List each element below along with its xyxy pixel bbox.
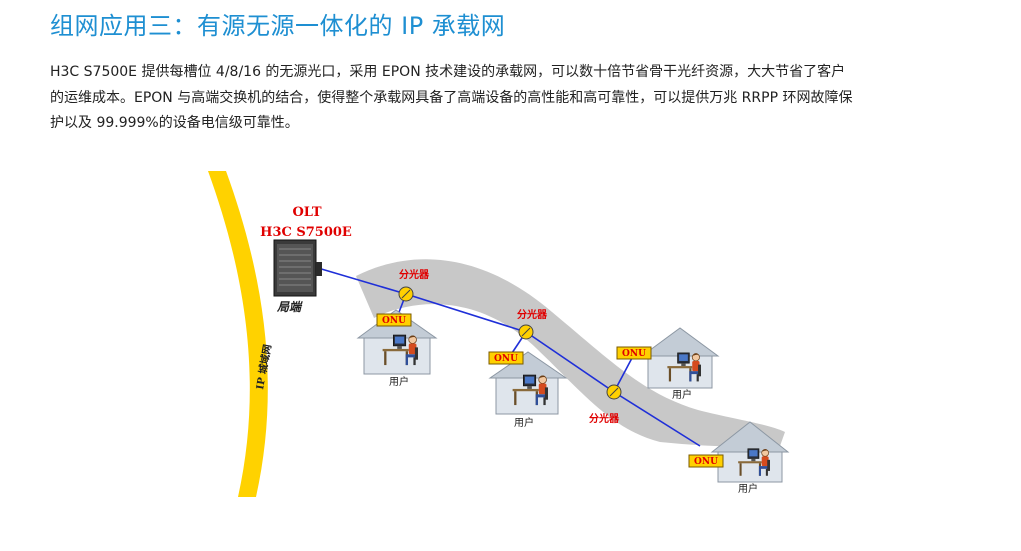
onu-label: ONU: [494, 354, 518, 364]
olt-label: OLT: [292, 205, 321, 220]
user-house-4: ONU 用户: [688, 421, 790, 495]
splitter-1: 分光器: [398, 268, 430, 302]
ip-network-band: [208, 171, 268, 497]
intro-paragraph: H3C S7500E 提供每槽位 4/8/16 的无源光口，采用 EPON 技术…: [50, 60, 970, 137]
central-office-label: 局端: [276, 300, 303, 314]
user-label: 用户: [672, 388, 692, 401]
onu-label: ONU: [694, 457, 718, 467]
page-title: 组网应用三：有源无源一体化的 IP 承载网: [50, 12, 506, 40]
paragraph-line-3: 护以及 99.999%的设备电信级可靠性。: [50, 115, 299, 131]
onu-box: [488, 351, 524, 365]
olt-model-label: H3C S7500E: [260, 225, 352, 240]
splitter-3: 分光器: [589, 384, 622, 425]
onu-box: [616, 346, 652, 360]
splitter-label: 分光器: [589, 412, 620, 425]
splitter-label: 分光器: [517, 308, 548, 321]
user-label: 用户: [514, 416, 534, 429]
onu-box: [376, 313, 412, 327]
user-label: 用户: [738, 482, 758, 495]
user-house-3: ONU 用户: [616, 327, 720, 401]
paragraph-line-2: 的运维成本。EPON 与高端交换机的结合，使得整个承载网具备了高端设备的高性能和…: [50, 89, 853, 106]
onu-box: [688, 454, 724, 468]
user-house-1: ONU 用户: [356, 309, 438, 388]
access-path-band: [356, 259, 785, 447]
splitter-2: 分光器: [517, 308, 548, 340]
olt-switch-chassis: [273, 239, 322, 297]
paragraph-line-1: H3C S7500E 提供每槽位 4/8/16 的无源光口，采用 EPON 技术…: [50, 64, 846, 80]
onu-label: ONU: [622, 349, 646, 359]
onu-label: ONU: [382, 316, 406, 326]
user-house-2: ONU 用户: [488, 351, 568, 429]
splitter-label: 分光器: [399, 268, 430, 281]
user-label: 用户: [389, 375, 409, 388]
